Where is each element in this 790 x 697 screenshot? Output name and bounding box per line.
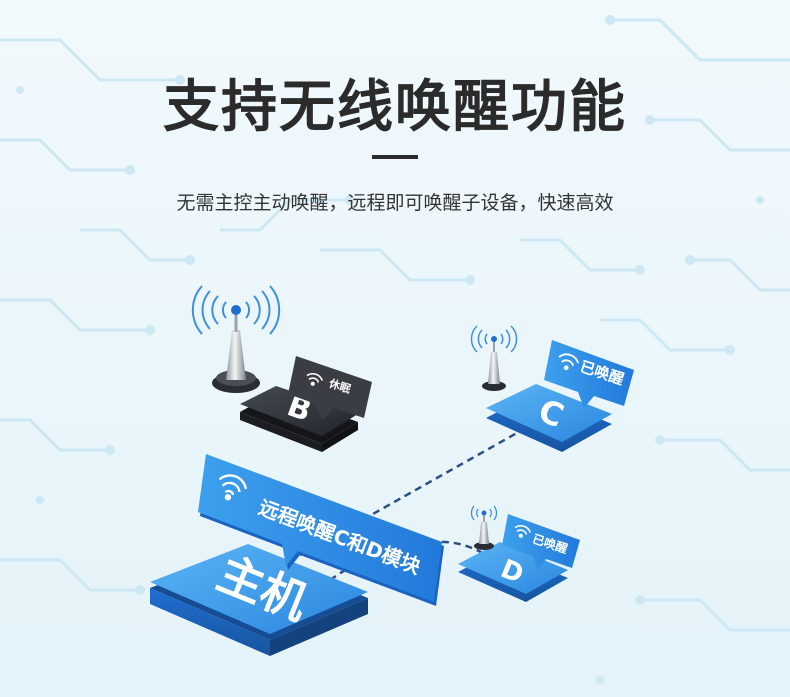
node-b: B <box>240 386 358 452</box>
title-divider <box>372 155 418 159</box>
status-label-b: 休眠 <box>326 376 352 396</box>
wifi-icon <box>558 353 579 371</box>
status-badge-b: 休眠 <box>288 356 372 420</box>
node-c: C <box>486 384 612 452</box>
antenna-d <box>470 505 498 550</box>
link-host-c <box>299 418 541 557</box>
status-badge-d: 已唤醒 <box>502 514 580 570</box>
antenna-b <box>191 285 281 393</box>
antenna-icon <box>226 330 246 380</box>
radio-wave-icon <box>191 285 281 335</box>
wifi-icon <box>514 525 531 538</box>
node-d: D <box>458 542 568 602</box>
antenna-c <box>470 325 518 391</box>
wifi-icon <box>306 373 323 386</box>
page-subtitle: 无需主控主动唤醒，远程即可唤醒子设备，快速高效 <box>176 192 614 214</box>
page-title: 支持无线唤醒功能 <box>163 75 627 140</box>
wifi-icon <box>218 474 248 501</box>
